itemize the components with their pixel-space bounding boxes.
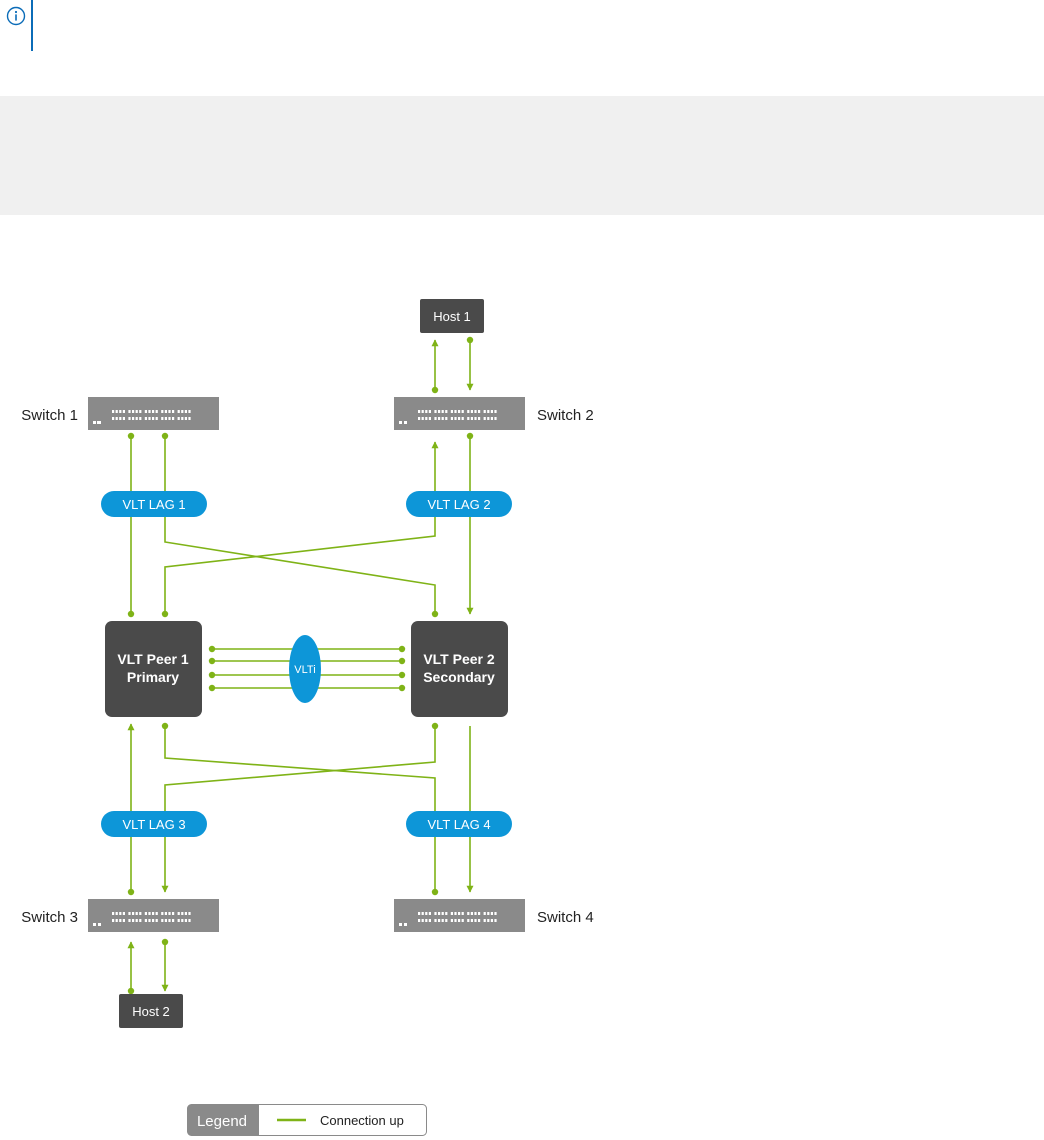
code-block [0, 96, 1044, 215]
vlt-peer-2-line2: Secondary [423, 669, 495, 685]
legend-item-connection-up: Connection up [320, 1113, 404, 1128]
host-2: Host 2 [119, 994, 183, 1028]
note-bar [31, 0, 33, 51]
link-endpoints [127, 336, 474, 995]
legend: Legend Connection up [187, 1104, 427, 1136]
switch-2: Switch 2 [394, 397, 594, 430]
host-2-label: Host 2 [132, 1004, 170, 1019]
vlt-lag-4: VLT LAG 4 [406, 811, 512, 837]
legend-title: Legend [197, 1113, 247, 1130]
vlt-lag-2-label: VLT LAG 2 [427, 497, 490, 512]
vlti-label: VLTi [294, 664, 315, 676]
info-icon [6, 6, 26, 26]
vlt-lag-1: VLT LAG 1 [101, 491, 207, 517]
vlt-peer-1: VLT Peer 1 Primary [105, 621, 202, 717]
switch-4: Switch 4 [394, 899, 594, 932]
vlt-peer-2: VLT Peer 2 Secondary [411, 621, 508, 717]
switch-3-label: Switch 3 [21, 909, 78, 926]
link-peer1-switch4 [164, 726, 436, 892]
vlt-lag-4-label: VLT LAG 4 [427, 817, 490, 832]
link-switch1-peer2 [164, 436, 436, 614]
vlt-lag-2: VLT LAG 2 [406, 491, 512, 517]
vlti-oval: VLTi [289, 635, 321, 703]
switch-1-label: Switch 1 [21, 407, 78, 424]
vlt-peer-1-line2: Primary [127, 669, 179, 685]
switch-3: Switch 3 [21, 899, 219, 932]
switch-4-label: Switch 4 [537, 909, 594, 926]
switch-port-dots [93, 410, 497, 926]
links [127, 339, 474, 992]
vlt-peer-2-line1: VLT Peer 2 [423, 651, 495, 667]
vlt-lag-3: VLT LAG 3 [101, 811, 207, 837]
link-peer2-switch3 [161, 726, 436, 893]
switch-2-label: Switch 2 [537, 407, 594, 424]
vlt-peer-1-line1: VLT Peer 1 [117, 651, 189, 667]
vlt-lag-3-label: VLT LAG 3 [122, 817, 185, 832]
host-1-label: Host 1 [433, 309, 471, 324]
host-1: Host 1 [420, 299, 484, 333]
link-peer1-switch2 [164, 441, 439, 614]
vlt-lag-1-label: VLT LAG 1 [122, 497, 185, 512]
switch-1: Switch 1 [21, 397, 219, 430]
